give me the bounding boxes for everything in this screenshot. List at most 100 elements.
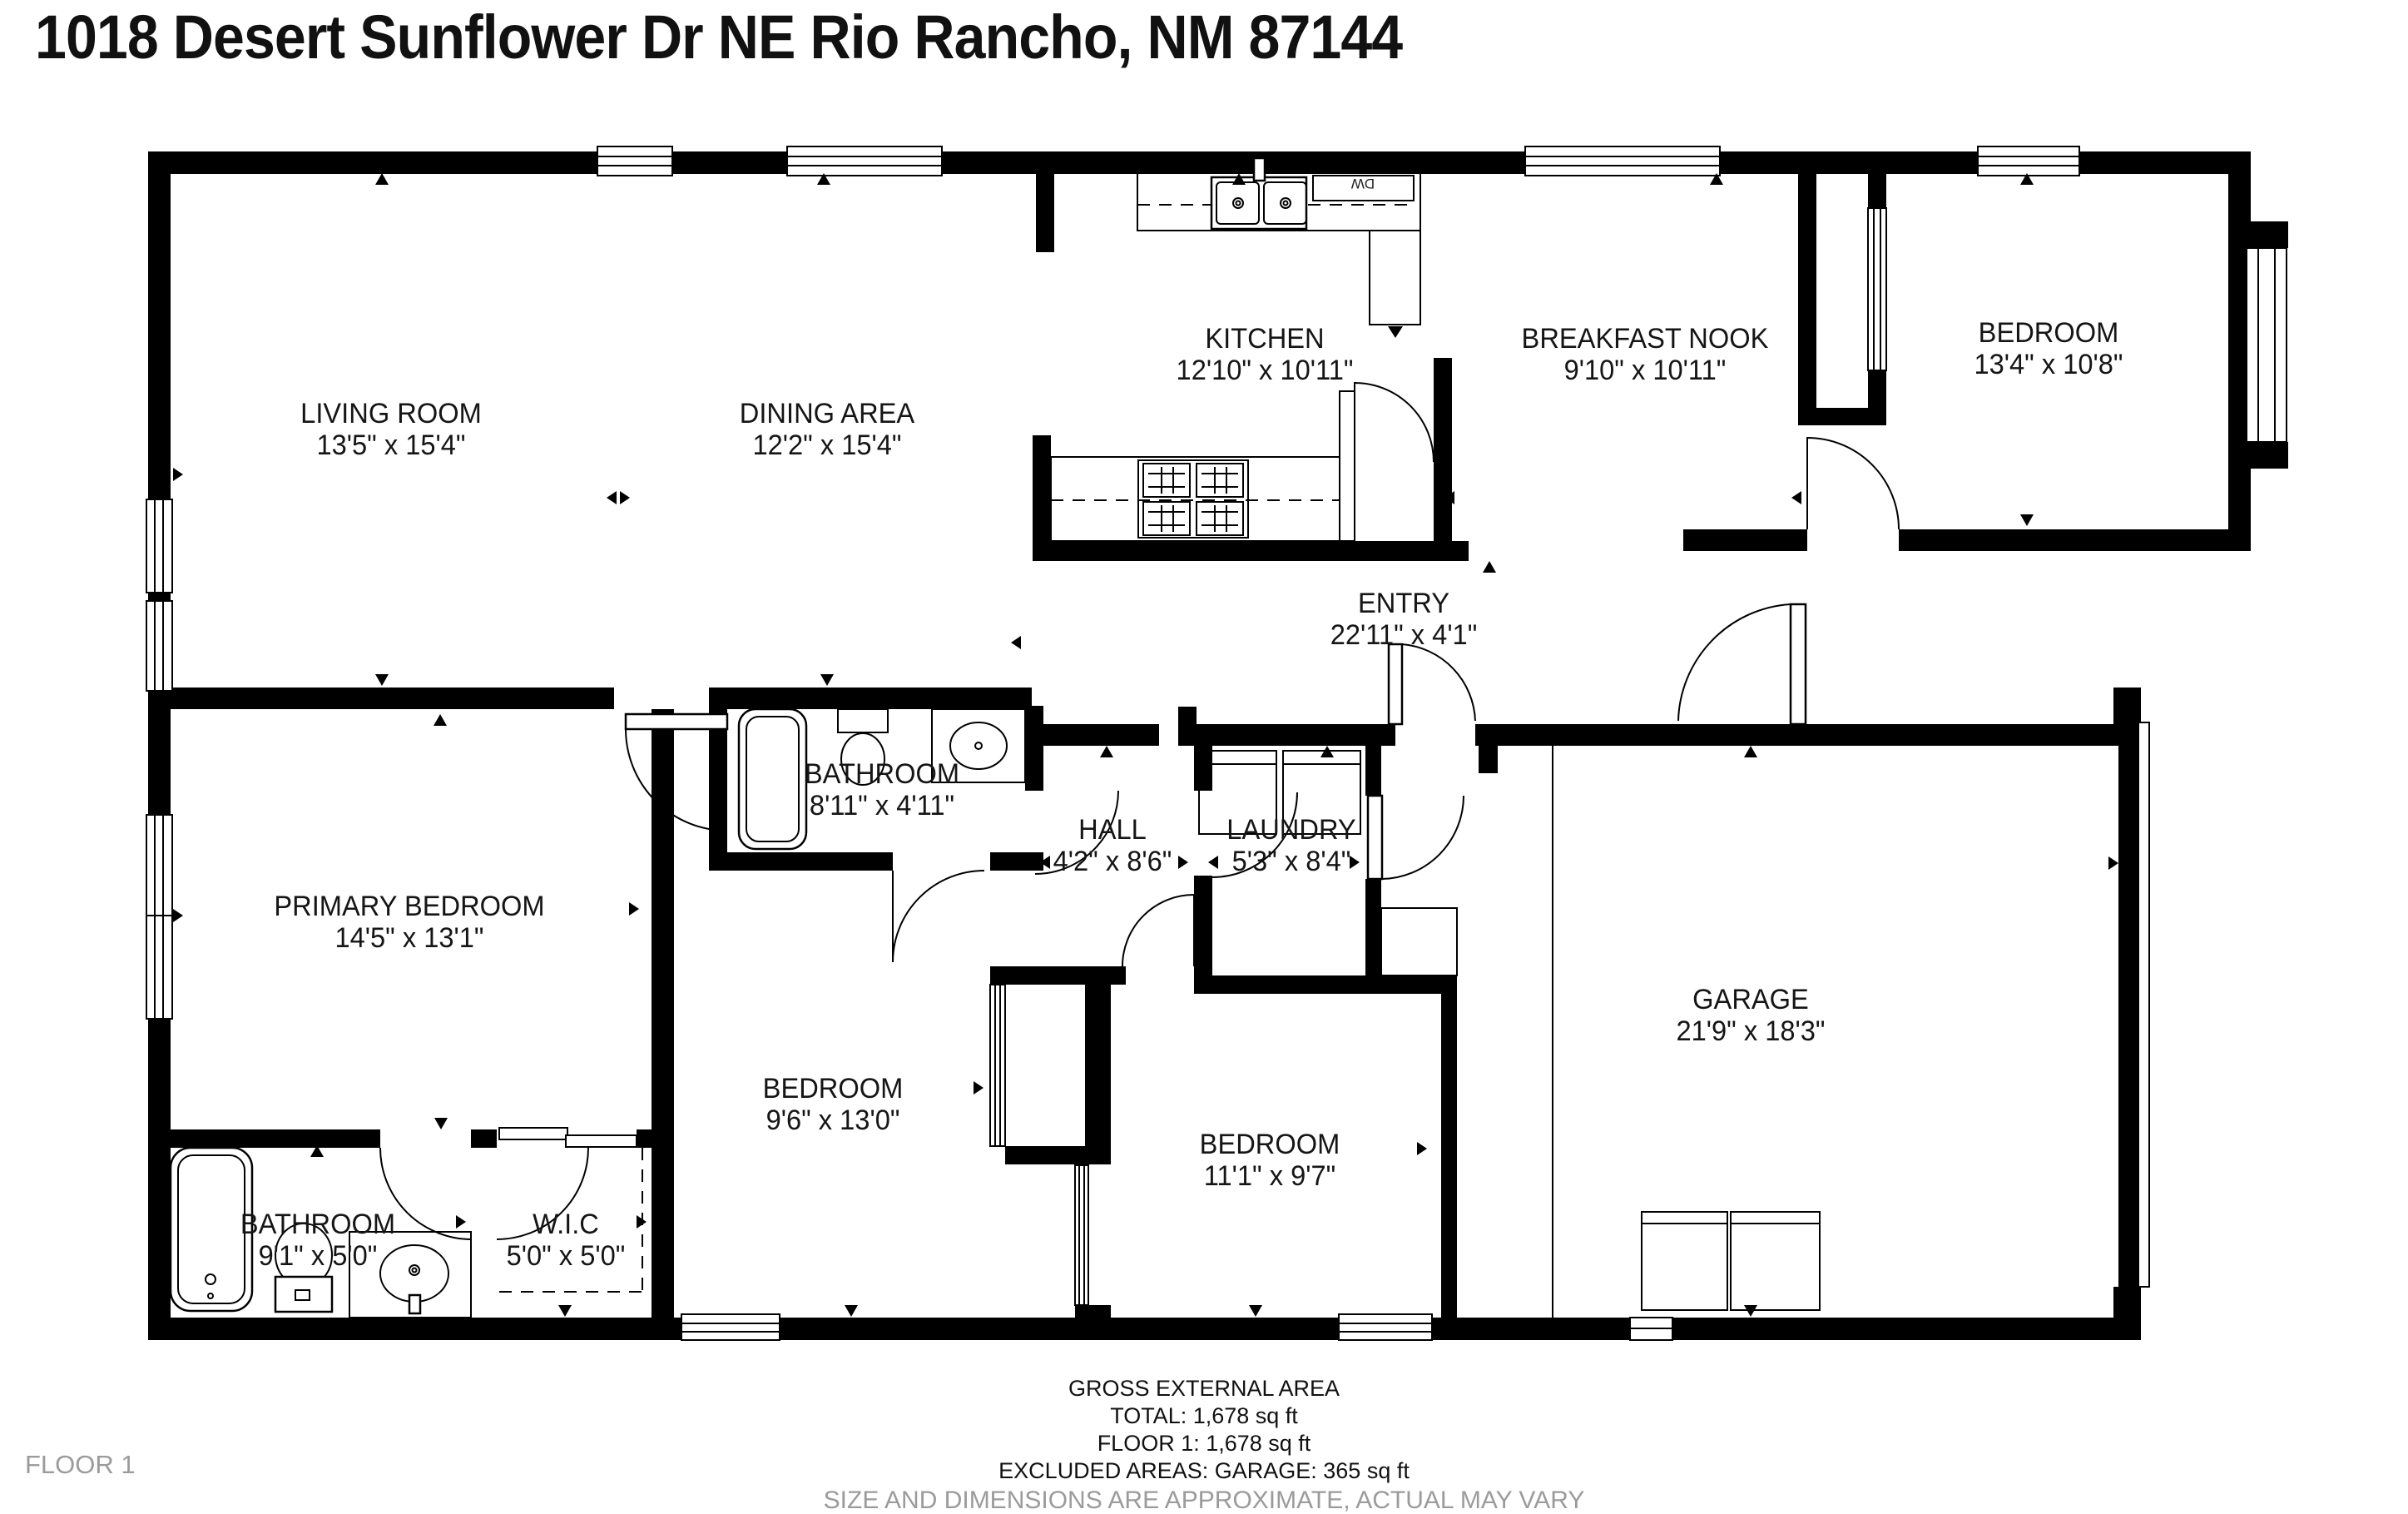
door-bedroom-bottom — [1122, 894, 1195, 967]
kitchen-sink — [1210, 156, 1308, 231]
window-top-1 — [597, 146, 673, 176]
door-primary-bedroom — [624, 712, 729, 831]
room-name: ENTRY — [1357, 588, 1450, 619]
door-wic — [496, 1147, 589, 1240]
windows — [146, 146, 2287, 1341]
kitchen-peninsula — [1369, 230, 1421, 338]
window-top-3 — [1524, 146, 1721, 176]
vanity-sink-mid — [931, 708, 1026, 783]
window-garage-small — [1629, 1317, 1673, 1341]
room-dimensions: 9'10" x 10'11" — [1563, 355, 1727, 386]
room-dimensions: 13'5" x 15'4" — [316, 429, 466, 461]
area-summary-total: TOTAL: 1,678 sq ft — [1110, 1403, 1298, 1428]
bathroom-mid-fixtures — [737, 707, 1026, 851]
door-bedroom-top — [1806, 436, 1900, 530]
room-dimensions: 12'10" x 10'11" — [1176, 355, 1354, 386]
page-title: 1018 Desert Sunflower Dr NE Rio Rancho, … — [35, 2, 1403, 72]
kitchen-counter-top — [1137, 172, 1421, 231]
area-summary-heading: GROSS EXTERNAL AREA — [1068, 1376, 1340, 1401]
kitchen-stove-counter — [1050, 456, 1340, 542]
garage-utility-units — [1641, 1211, 1821, 1311]
window-top-4 — [1977, 146, 2080, 176]
room-name: HALL — [1078, 814, 1147, 846]
room-name: KITCHEN — [1205, 323, 1325, 355]
closet-slider-bedroom-top — [1867, 207, 1887, 371]
window-living-1 — [146, 499, 173, 593]
garage-door — [2138, 722, 2150, 1288]
window-top-2 — [786, 146, 943, 176]
room-name: PRIMARY BEDROOM — [274, 891, 545, 922]
garage-fixtures — [1552, 746, 1821, 1318]
door-mud-entry — [1387, 643, 1476, 726]
room-dimensions: 9'1" x 5'0" — [258, 1240, 378, 1272]
room-dimensions: 11'1" x 9'7" — [1203, 1160, 1336, 1192]
room-dimensions: 9'6" x 13'0" — [766, 1104, 900, 1136]
floor-label: FLOOR 1 — [25, 1450, 136, 1479]
room-name: BEDROOM — [1978, 317, 2119, 349]
dryer — [1282, 750, 1361, 835]
room-name: BEDROOM — [1199, 1129, 1340, 1160]
kitchen-fixtures — [1050, 156, 1421, 542]
disclaimer-text: SIZE AND DIMENSIONS ARE APPROXIMATE, ACT… — [823, 1487, 1585, 1514]
room-dimensions: 14'5" x 13'1" — [334, 922, 484, 954]
room-name: DINING AREA — [739, 398, 915, 429]
utility-closet — [1380, 907, 1458, 976]
room-dimensions: 5'3" x 8'4" — [1231, 846, 1351, 877]
dishwasher — [1312, 175, 1415, 201]
room-name: BEDROOM — [762, 1073, 904, 1104]
door-bathroom-mid — [1034, 790, 1119, 875]
closet-slider-bedroom-mid — [989, 984, 1006, 1147]
room-name: BATHROOM — [804, 758, 960, 790]
window-bay — [2246, 247, 2287, 443]
room-name: LIVING ROOM — [300, 398, 482, 429]
bathroom-bl-fixtures — [169, 1146, 472, 1318]
room-dimensions: 22'11" x 4'1" — [1330, 619, 1478, 651]
room-name: BATHROOM — [240, 1209, 396, 1240]
window-living-2 — [146, 600, 173, 692]
area-summary-floor1: FLOOR 1: 1,678 sq ft — [1097, 1431, 1311, 1456]
window-bedroom-mid — [681, 1313, 780, 1341]
area-summary: GROSS EXTERNAL AREA TOTAL: 1,678 sq ft F… — [0, 1375, 2408, 1514]
toilet-bl — [274, 1223, 334, 1313]
door-laundry — [1211, 792, 1298, 878]
door-bedroom-mid — [892, 870, 985, 963]
door-porch-entry — [1677, 603, 1807, 726]
room-name: BREAKFAST NOOK — [1521, 323, 1769, 355]
dishwasher-label: DW — [1350, 176, 1375, 191]
closet-slider-bedroom-bottom — [1074, 1164, 1089, 1306]
interior-walls — [170, 173, 2118, 1318]
room-dimensions: 21'9" x 18'3" — [1676, 1015, 1826, 1047]
washer — [1198, 750, 1277, 835]
room-name: GARAGE — [1692, 984, 1809, 1015]
area-summary-excluded: EXCLUDED AREAS: GARAGE: 365 sq ft — [998, 1458, 1410, 1483]
dimension-markers — [173, 173, 2238, 1317]
stove-burners — [1142, 463, 1244, 536]
room-dimensions: 5'0" x 5'0" — [506, 1240, 626, 1272]
room-name: LAUNDRY — [1226, 814, 1356, 846]
toilet-mid — [837, 708, 889, 786]
bathtub-bl — [169, 1146, 254, 1313]
vanity-sink-bl — [349, 1231, 472, 1318]
door-bathroom-bl — [379, 1147, 473, 1240]
door-pantry — [1354, 381, 1434, 463]
bathtub-mid — [737, 707, 808, 851]
door-vestibule-garage — [1366, 794, 1464, 881]
doors — [379, 381, 1900, 1240]
outer-walls — [148, 151, 2288, 1340]
room-name: W.I.C — [533, 1209, 599, 1240]
